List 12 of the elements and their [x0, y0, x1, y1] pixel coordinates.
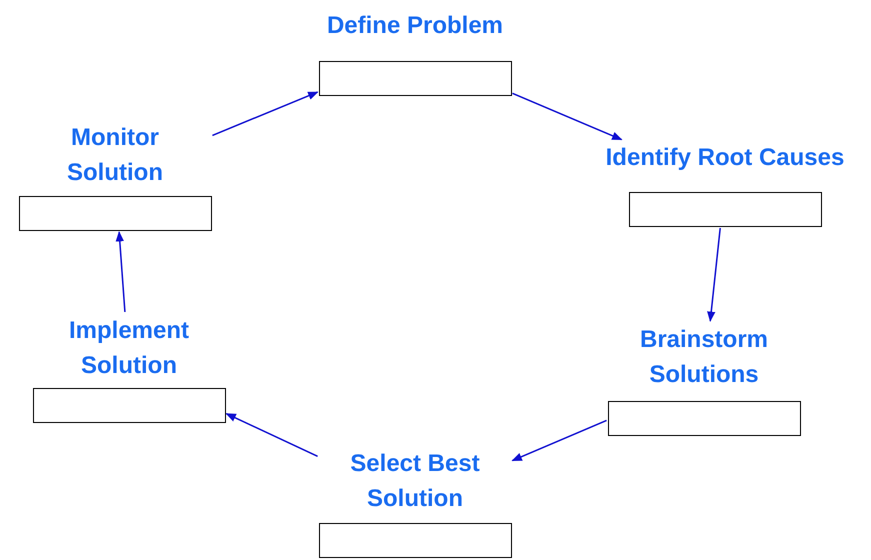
step-heading: Brainstorm Solutions [638, 325, 770, 390]
arrow [512, 92, 622, 140]
arrow [511, 420, 607, 462]
step-heading: Monitor Solution [66, 123, 164, 188]
step-heading: Implement Solution [68, 316, 190, 381]
arrow [707, 228, 721, 322]
arrow [212, 91, 319, 136]
step-heading: Select Best Solution [349, 449, 481, 514]
step-heading: Define Problem [326, 11, 504, 41]
step-heading: Identify Root Causes [606, 143, 844, 173]
arrow [116, 230, 126, 312]
arrow [225, 412, 318, 458]
